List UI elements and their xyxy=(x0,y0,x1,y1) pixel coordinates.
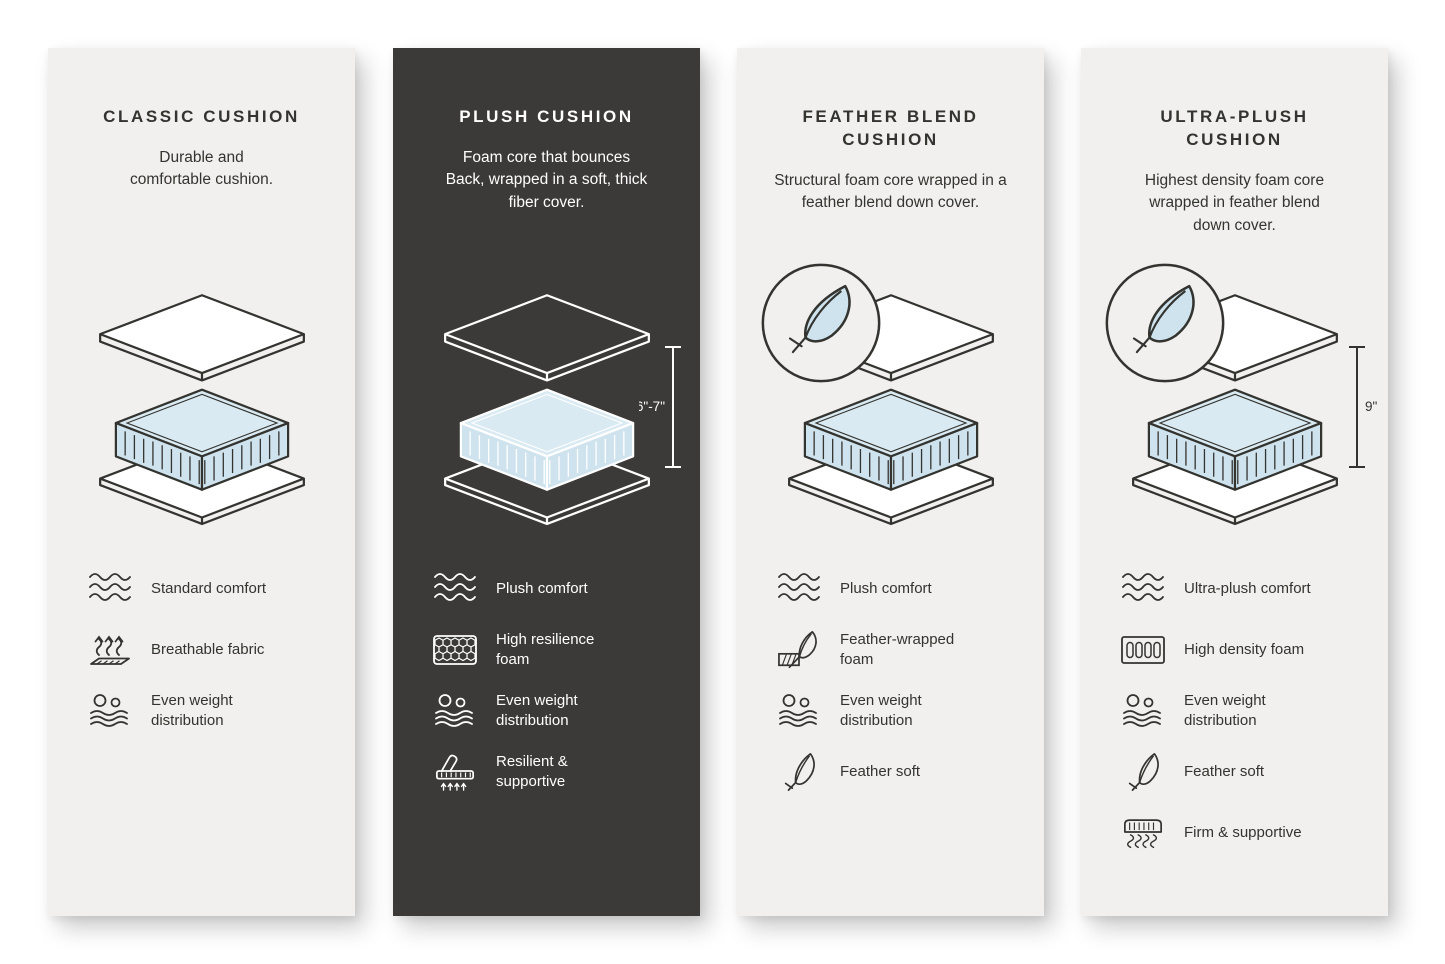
card-description: Structural foam core wrapped in a feathe… xyxy=(774,171,1007,212)
feature-row: Even weight distribution xyxy=(775,690,1032,732)
feature-label: Even weight distribution xyxy=(840,691,922,729)
feather-badge-icon xyxy=(1105,263,1224,383)
card-title: FEATHER BLEND CUSHION xyxy=(802,107,979,149)
feature-row: Firm & supportive xyxy=(1119,812,1376,854)
feature-label: Even weight distribution xyxy=(496,691,578,729)
feather-icon xyxy=(784,753,815,791)
feature-row: Feather-wrapped foam xyxy=(775,629,1032,671)
feature-label: Standard comfort xyxy=(151,579,267,597)
cushion-diagram: 6"-7" xyxy=(422,286,681,536)
cushion-diagram: 9" xyxy=(1105,263,1377,536)
feature-row: Even weight distribution xyxy=(1119,690,1376,732)
layered-cushion-illustration xyxy=(98,294,305,526)
card-description: Highest density foam core wrapped in fea… xyxy=(1144,171,1325,234)
honeycomb-foam-icon xyxy=(433,635,477,665)
feature-row: High resilience foam xyxy=(431,629,688,671)
feature-row: Plush comfort xyxy=(431,568,688,610)
layered-cushion-illustration xyxy=(443,294,650,526)
feature-label: Firm & supportive xyxy=(1184,823,1302,841)
height-indicator: 9" xyxy=(1348,346,1378,468)
feature-row: Even weight distribution xyxy=(431,690,688,732)
feature-row: Breathable fabric xyxy=(86,629,343,671)
feature-row: Feather soft xyxy=(1119,751,1376,793)
feature-label: Resilient & supportive xyxy=(496,752,568,790)
feature-label: Plush comfort xyxy=(840,579,932,597)
feature-list: Plush comfort High resilience foam Even … xyxy=(431,568,688,793)
feature-row: High density foam xyxy=(1119,629,1376,671)
feature-label: Feather soft xyxy=(840,762,921,780)
weight-distribution-icon xyxy=(1123,694,1161,727)
cushion-diagram xyxy=(77,286,327,536)
waves-icon xyxy=(89,573,131,601)
feature-row: Standard comfort xyxy=(86,568,343,610)
feature-label: Even weight distribution xyxy=(151,691,233,729)
high-density-foam-icon xyxy=(1121,636,1165,664)
feature-label: Feather soft xyxy=(1184,762,1265,780)
weight-distribution-icon xyxy=(90,694,128,727)
card-title: CLASSIC CUSHION xyxy=(103,107,300,126)
firm-supportive-icon xyxy=(1124,819,1162,849)
feature-label: Plush comfort xyxy=(496,579,588,597)
card-description: Durable and comfortable cushion. xyxy=(129,148,274,189)
feature-list: Plush comfort Feather-wrapped foam Even … xyxy=(775,568,1032,793)
card-description: Foam core that bounces Back, wrapped in … xyxy=(445,148,648,211)
feature-row: Ultra-plush comfort xyxy=(1119,568,1376,610)
card-feather-blend-cushion: FEATHER BLEND CUSHION Structural foam co… xyxy=(737,48,1044,916)
feature-row: Plush comfort xyxy=(775,568,1032,610)
weight-distribution-icon xyxy=(779,694,817,727)
cushion-diagram xyxy=(761,263,1016,536)
feature-label: High resilience foam xyxy=(496,630,595,668)
feature-list: Ultra-plush comfort High density foam Ev… xyxy=(1119,568,1376,854)
height-label: 6"-7" xyxy=(639,399,665,414)
weight-distribution-icon xyxy=(435,694,473,727)
card-plush-cushion: PLUSH CUSHION Foam core that bounces Bac… xyxy=(393,48,700,916)
feature-label: Ultra-plush comfort xyxy=(1184,579,1311,597)
waves-icon xyxy=(434,573,476,601)
height-label: 9" xyxy=(1365,399,1378,414)
feature-label: High density foam xyxy=(1184,640,1305,658)
feature-label: Even weight distribution xyxy=(1184,691,1266,729)
feature-list: Standard comfort Breathable fabric Even … xyxy=(86,568,343,732)
card-ultra-plush-cushion: ULTRA-PLUSH CUSHION Highest density foam… xyxy=(1081,48,1388,916)
breathable-fabric-icon xyxy=(90,636,130,665)
feature-row: Even weight distribution xyxy=(86,690,343,732)
card-title: ULTRA-PLUSH CUSHION xyxy=(1160,107,1309,149)
feather-badge-icon xyxy=(761,263,880,383)
card-classic-cushion: CLASSIC CUSHION Durable and comfortable … xyxy=(48,48,355,916)
feature-row: Resilient & supportive xyxy=(431,751,688,793)
feather-icon xyxy=(1128,753,1159,791)
card-title: PLUSH CUSHION xyxy=(459,107,634,126)
resilient-supportive-icon xyxy=(436,754,474,791)
feather-wrapped-foam-icon xyxy=(778,631,817,669)
height-indicator: 6"-7" xyxy=(639,346,681,468)
feature-row: Feather soft xyxy=(775,751,1032,793)
waves-icon xyxy=(1122,573,1164,601)
feature-label: Breathable fabric xyxy=(151,640,265,658)
waves-icon xyxy=(778,573,820,601)
feature-label: Feather-wrapped foam xyxy=(840,630,955,668)
